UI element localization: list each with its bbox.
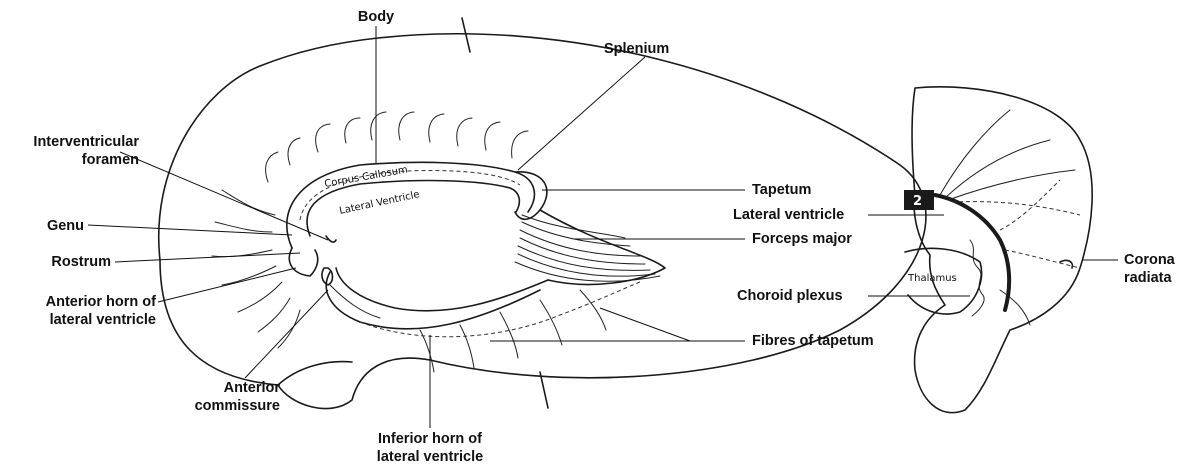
- label-tapetum: Tapetum: [752, 181, 811, 199]
- lateral-ventricle-inner-label: Lateral Ventricle: [338, 189, 420, 217]
- label-splenium: Splenium: [604, 40, 669, 58]
- label-anterior-horn-line1: Anterior horn of: [0, 293, 156, 311]
- label-anterior-horn: Anterior horn of lateral ventricle: [0, 293, 156, 329]
- label-interventricular-foramen: Interventricular foramen: [0, 133, 139, 169]
- label-anterior-commissure-line1: Anterior: [150, 379, 280, 397]
- corpus-callosum-inner-label: Corpus Callosum: [324, 164, 409, 189]
- label-interventricular-foramen-line2: foramen: [0, 151, 139, 169]
- label-corona-radiata: Corona radiata: [1124, 251, 1175, 287]
- label-corona-radiata-line2: radiata: [1124, 269, 1175, 287]
- label-rostrum: Rostrum: [0, 253, 111, 271]
- section-number: 2: [913, 194, 922, 209]
- label-forceps-major: Forceps major: [752, 230, 852, 248]
- label-fibres-of-tapetum: Fibres of tapetum: [752, 332, 874, 350]
- label-genu: Genu: [0, 217, 84, 235]
- label-anterior-horn-line2: lateral ventricle: [0, 311, 156, 329]
- label-inferior-horn-line1: Inferior horn of: [355, 430, 505, 448]
- label-body: Body: [340, 8, 412, 26]
- label-anterior-commissure: Anterior commissure: [150, 379, 280, 415]
- label-anterior-commissure-line2: commissure: [150, 397, 280, 415]
- leader-lines: [88, 26, 1118, 428]
- label-corona-radiata-line1: Corona: [1124, 251, 1175, 269]
- label-lateral-ventricle: Lateral ventricle: [733, 206, 844, 224]
- label-interventricular-foramen-line1: Interventricular: [0, 133, 139, 151]
- thalamus-inner-label: Thalamus: [907, 273, 957, 284]
- label-inferior-horn: Inferior horn of lateral ventricle: [355, 430, 505, 466]
- coronal-section: 2: [904, 87, 1092, 413]
- label-choroid-plexus: Choroid plexus: [737, 287, 843, 305]
- label-inferior-horn-line2: lateral ventricle: [355, 448, 505, 466]
